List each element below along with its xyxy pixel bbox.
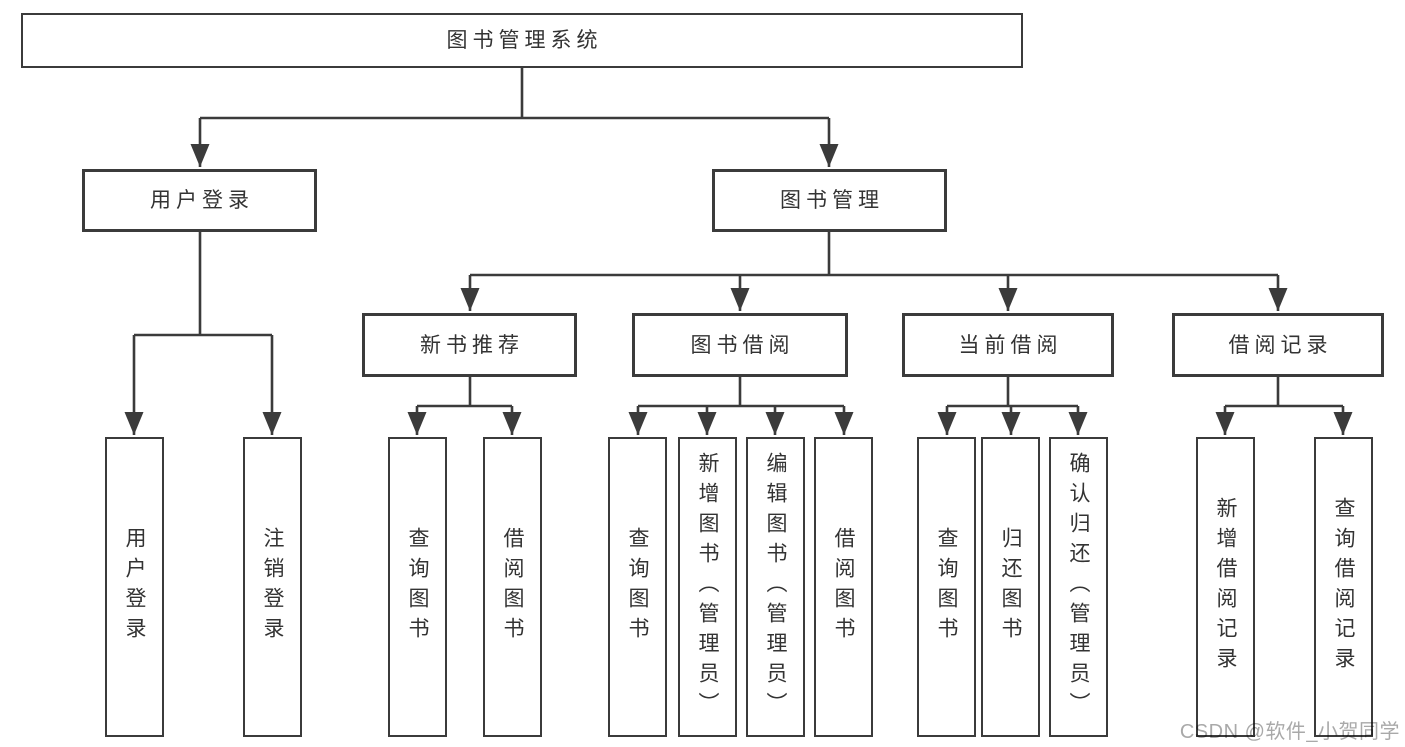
leaf-label: 借阅图书	[501, 527, 524, 647]
node-label: 用户登录	[150, 189, 254, 212]
leaf-label: 新增图书（管理员）	[696, 452, 719, 722]
leaf-label: 归还图书	[999, 527, 1022, 647]
node-label: 图书管理系统	[446, 29, 603, 52]
node-book-borrow: 图书借阅	[632, 313, 848, 377]
node-new-book-recommend: 新书推荐	[362, 313, 577, 377]
leaf-query-books-current: 查询图书	[917, 437, 976, 737]
node-label: 当前借阅	[958, 333, 1063, 357]
leaf-query-books-recommend: 查询图书	[388, 437, 447, 737]
leaf-label: 查询图书	[406, 527, 429, 647]
leaf-borrow-books: 借阅图书	[814, 437, 873, 737]
csdn-watermark: CSDN @软件_小贺同学	[1179, 721, 1400, 743]
leaf-label: 用户登录	[123, 527, 146, 647]
leaf-label: 查询借阅记录	[1332, 497, 1355, 677]
node-library-management-system: 图书管理系统	[21, 13, 1023, 68]
node-label: 新书推荐	[420, 333, 524, 357]
node-current-borrow: 当前借阅	[902, 313, 1114, 377]
leaf-query-borrow-record: 查询借阅记录	[1314, 437, 1373, 737]
leaf-return-books: 归还图书	[981, 437, 1040, 737]
leaf-query-books-borrow: 查询图书	[608, 437, 667, 737]
leaf-user-login: 用户登录	[105, 437, 164, 737]
node-label: 图书管理	[780, 189, 884, 212]
node-label: 图书借阅	[690, 333, 795, 357]
node-borrow-records: 借阅记录	[1172, 313, 1384, 377]
leaf-confirm-return-admin: 确认归还（管理员）	[1049, 437, 1108, 737]
leaf-add-borrow-record: 新增借阅记录	[1196, 437, 1255, 737]
leaf-borrow-books-recommend: 借阅图书	[483, 437, 542, 737]
node-user-login: 用户登录	[82, 169, 317, 232]
leaf-add-book-admin: 新增图书（管理员）	[678, 437, 737, 737]
leaf-label: 新增借阅记录	[1214, 497, 1237, 677]
leaf-label: 注销登录	[261, 527, 284, 647]
leaf-label: 确认归还（管理员）	[1067, 452, 1090, 722]
leaf-edit-book-admin: 编辑图书（管理员）	[746, 437, 805, 737]
leaf-label: 借阅图书	[832, 527, 855, 647]
leaf-label: 查询图书	[626, 527, 649, 647]
node-book-management: 图书管理	[712, 169, 947, 232]
leaf-logout: 注销登录	[243, 437, 302, 737]
leaf-label: 编辑图书（管理员）	[764, 452, 787, 722]
leaf-label: 查询图书	[935, 527, 958, 647]
node-label: 借阅记录	[1228, 333, 1333, 357]
